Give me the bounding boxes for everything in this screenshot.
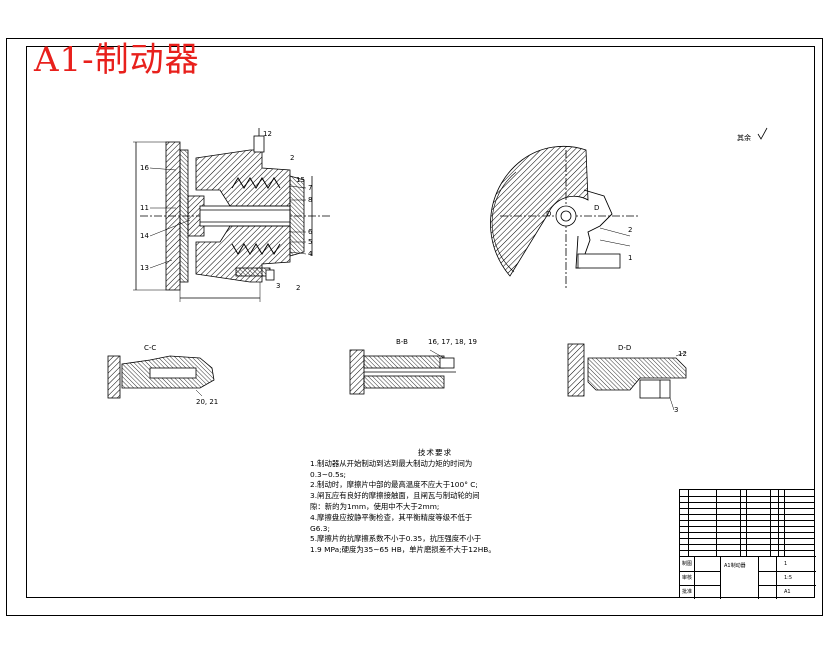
part-label: 3: [276, 282, 280, 290]
note-line: 1.制动器从开始制动到达到最大制动力矩的时间为: [310, 458, 473, 468]
part-label: 16: [140, 164, 149, 172]
section-mark: D: [594, 204, 599, 212]
title-block-lower: 制图 审核 批准 A1制动器 1 1:5 A1: [680, 556, 816, 599]
tb-value: 1:5: [784, 575, 793, 581]
tb-label: 审核: [682, 575, 693, 581]
section-d-d-view: [567, 343, 687, 411]
part-label: 7: [308, 184, 312, 192]
note-line: 隙：新的为1mm，使用中不大于2mm;: [310, 501, 440, 511]
main-assembly-view: [133, 128, 330, 302]
note-line: 3.闸瓦应有良好的摩擦接触面，且闸瓦与制动轮的间: [310, 491, 480, 501]
part-label: 1: [628, 254, 632, 262]
main-view-labels: 16 11 14 13 12 3 2 7 8 6 5 4 15 2: [140, 130, 313, 292]
title-block: 制图 审核 批准 A1制动器 1 1:5 A1: [679, 489, 816, 599]
section-b-b-title: B-B: [396, 338, 408, 346]
part-label: 5: [308, 238, 312, 246]
section-c-c-view: [107, 355, 215, 399]
part-label: 14: [140, 232, 149, 240]
part-label: 20, 21: [196, 398, 218, 406]
section-d-d-title: D-D: [618, 344, 631, 352]
note-line: 5.摩擦片的抗摩擦系数不小于0.35，抗压强度不小于: [310, 534, 482, 544]
notes-title: 技术要求: [417, 448, 453, 457]
part-label: 2: [628, 226, 632, 234]
part-label: 4: [308, 250, 313, 258]
part-label: 2: [296, 284, 300, 292]
section-c-c-title: C-C: [144, 344, 156, 352]
tb-label: 制图: [682, 561, 693, 567]
part-label: 16, 17, 18, 19: [428, 338, 477, 346]
note-line: 0.3~0.5s;: [310, 469, 347, 479]
part-label: 15: [296, 176, 305, 184]
part-label: 6: [308, 228, 313, 236]
section-b-b-view: [349, 349, 456, 395]
roughness-symbol-icon: [757, 127, 768, 140]
part-label: 8: [308, 196, 312, 204]
part-label: 12: [263, 130, 272, 138]
part-label: 3: [674, 406, 678, 414]
part-label: 11: [140, 204, 149, 212]
surface-finish-note: 其余: [737, 133, 751, 142]
parts-list-grid: [680, 490, 815, 556]
tb-label: 批准: [682, 589, 693, 595]
tb-value: 1: [784, 561, 788, 567]
tb-value: A1: [784, 589, 791, 595]
note-line: 2.制动时，摩擦片中部的最高温度不应大于100° C;: [310, 480, 478, 490]
note-line: 4.摩擦盘应按静平衡检查，其平衡精度等级不低于: [310, 512, 473, 522]
note-line: 1.9 MPa;硬度为35~65 HB，单片磨损差不大于12HB。: [310, 545, 496, 555]
part-label: 13: [140, 264, 149, 272]
tb-drawing-name: A1制动器: [724, 563, 746, 569]
side-view-labels: D 2 1 D: [546, 204, 632, 262]
part-label: 2: [290, 154, 294, 162]
part-label: 12: [678, 350, 687, 358]
note-line: G6.3;: [310, 523, 330, 533]
side-view: [490, 145, 640, 290]
drawing-frame: [26, 46, 815, 598]
drawing-title: A1-制动器: [34, 40, 200, 80]
sheet-outer-border: [6, 38, 823, 616]
technical-requirements: 技术要求 1.制动器从开始制动到达到最大制动力矩的时间为 0.3~0.5s; 2…: [310, 448, 530, 556]
section-mark: D: [546, 210, 551, 218]
